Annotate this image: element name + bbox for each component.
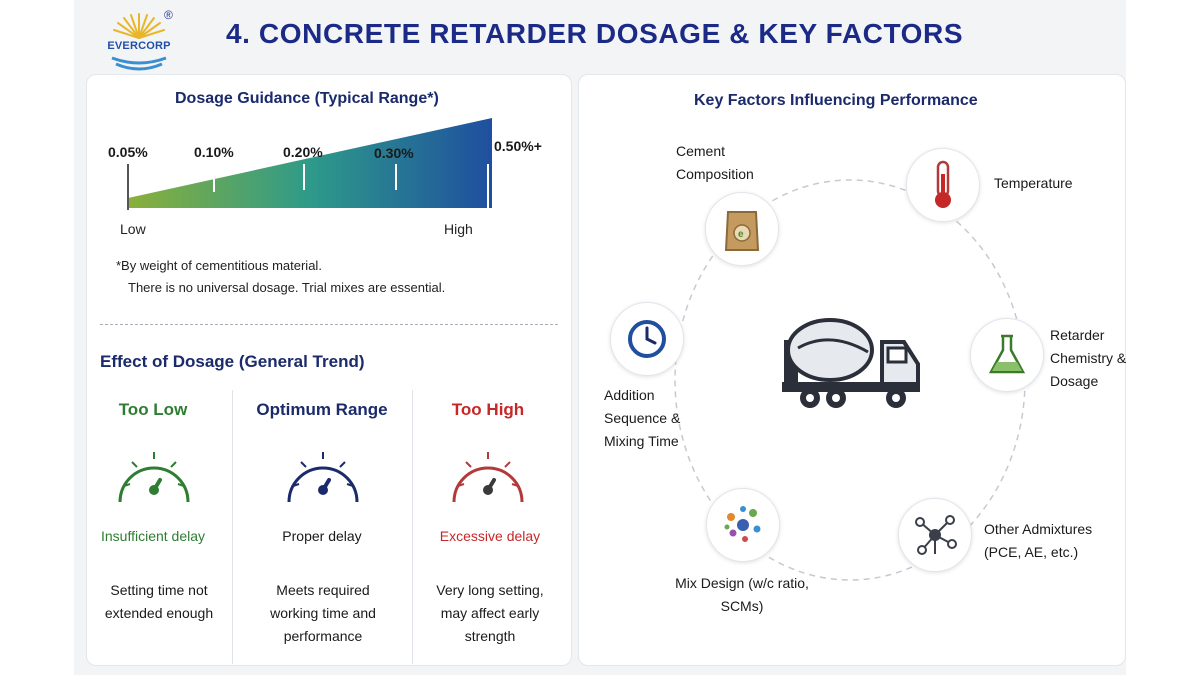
evercorp-logo: EVERCORP ® [98, 8, 180, 74]
dosage-note-line1: *By weight of cementitious material. [116, 258, 322, 273]
column-separator [412, 390, 413, 664]
particles-icon [724, 506, 761, 542]
factors-title: Key Factors Influencing Performance [694, 92, 978, 109]
dosage-mark-3: 0.30% [374, 145, 414, 161]
dosage-guidance-title: Dosage Guidance (Typical Range*) [175, 90, 439, 107]
too-high-sub: Excessive delay [439, 528, 541, 544]
gauge-optimum-icon [287, 452, 359, 503]
registered-mark: ® [164, 8, 173, 22]
too-low-heading: Too Low [118, 400, 188, 419]
addition-sequence-circle [610, 302, 684, 376]
other-admixtures-circle [898, 498, 972, 572]
cement-bag-icon: e [724, 211, 760, 251]
cement-composition-label: Cement Composition [676, 143, 754, 182]
other-admixtures-label: Other Admixtures (PCE, AE, etc.) [984, 521, 1093, 560]
concrete-mixer-truck-icon [782, 318, 920, 408]
too-high-heading: Too High [451, 400, 525, 419]
page-title: 4. CONCRETE RETARDER DOSAGE & KEY FACTOR… [226, 18, 964, 49]
too-low-sub: Insufficient delay [100, 528, 206, 544]
dosage-mark-1: 0.10% [194, 144, 234, 160]
addition-sequence-label: Addition Sequence & Mixing Time [604, 387, 681, 449]
sunburst-icon [111, 13, 167, 71]
flask-icon [988, 334, 1026, 374]
clock-icon [628, 320, 666, 358]
optimum-sub: Proper delay [282, 528, 362, 544]
dosage-mark-4: 0.50%+ [494, 138, 542, 154]
mix-design-circle [706, 488, 780, 562]
mix-design-label: Mix Design (w/c ratio, SCMs) [675, 575, 809, 614]
dosage-mark-2: 0.20% [283, 144, 323, 160]
temperature-circle [906, 148, 980, 222]
svg-text:e: e [738, 229, 744, 240]
effect-title: Effect of Dosage (General Trend) [100, 352, 365, 371]
dosage-mark-0: 0.05% [108, 144, 148, 160]
too-high-desc: Very long setting, may affect early stre… [436, 582, 544, 644]
gauge-low-icon [118, 452, 190, 503]
retarder-chemistry-label: Retarder Chemistry & Dosage [1050, 327, 1127, 389]
gauge-high-icon [452, 452, 524, 503]
column-separator [232, 390, 233, 664]
high-label: High [444, 221, 473, 237]
optimum-desc: Meets required working time and performa… [270, 582, 376, 644]
low-label: Low [120, 221, 146, 237]
temperature-label: Temperature [994, 175, 1073, 191]
cement-composition-circle: e [705, 192, 779, 266]
retarder-chemistry-circle [970, 318, 1044, 392]
brand-name: EVERCORP [107, 40, 171, 52]
dosage-note-line2: There is no universal dosage. Trial mixe… [128, 280, 446, 295]
section-divider [100, 324, 558, 325]
thermometer-icon [935, 160, 951, 208]
molecule-icon [915, 515, 957, 555]
too-low-desc: Setting time not extended enough [104, 582, 214, 621]
dosage-gradient-wedge [127, 118, 492, 210]
optimum-heading: Optimum Range [256, 400, 388, 419]
